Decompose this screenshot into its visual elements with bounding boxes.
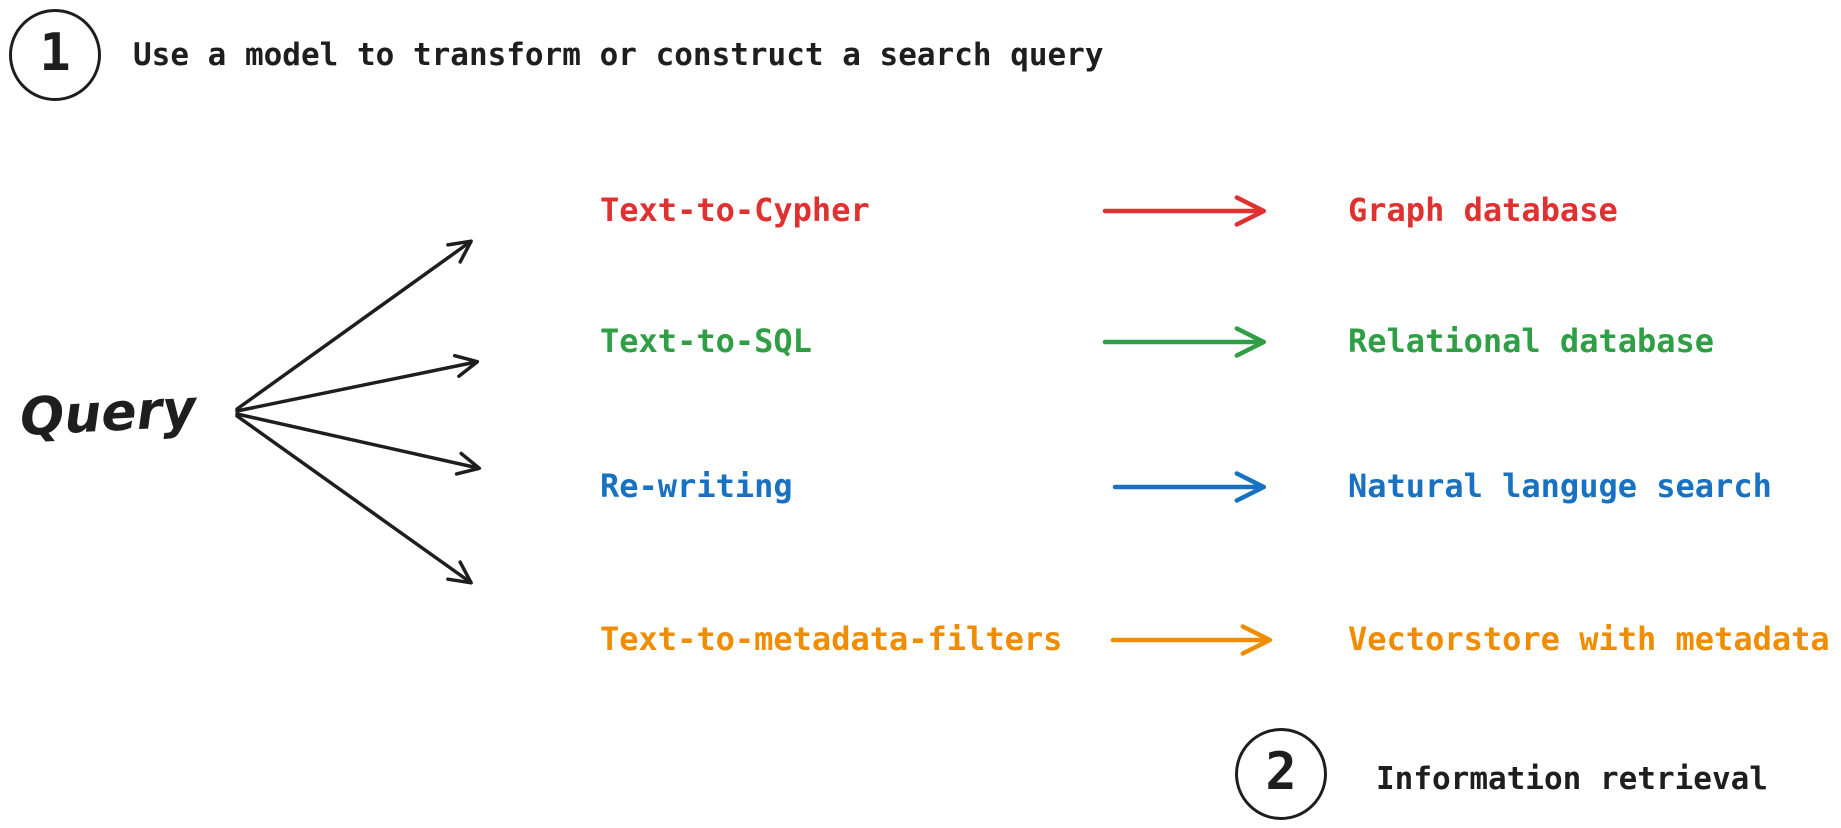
step-1-circle: 1 — [9, 9, 101, 101]
step-1-label: Use a model to transform or construct a … — [133, 36, 1104, 73]
method-label-re-writing: Re-writing — [600, 467, 793, 506]
target-label-relational-database: Relational database — [1348, 322, 1715, 361]
method-label-text-to-cypher: Text-to-Cypher — [600, 191, 870, 230]
method-label-text-to-sql: Text-to-SQL — [600, 322, 812, 361]
step-2-label: Information retrieval — [1376, 760, 1768, 797]
step-2-circle: 2 — [1235, 728, 1327, 820]
target-label-graph-database: Graph database — [1348, 191, 1618, 230]
fan-arrow-3 — [235, 412, 482, 476]
fan-arrow-1 — [235, 239, 473, 411]
target-label-natural-language-search: Natural languge search — [1348, 467, 1772, 506]
step-1-number: 1 — [39, 23, 71, 83]
fan-arrow-2 — [235, 353, 480, 413]
step-2-number: 2 — [1265, 742, 1297, 802]
target-label-vectorstore-with-metadata: Vectorstore with metadata — [1348, 620, 1830, 659]
fan-arrow-4 — [235, 414, 473, 585]
method-label-text-to-metadata-filters: Text-to-metadata-filters — [600, 620, 1063, 659]
